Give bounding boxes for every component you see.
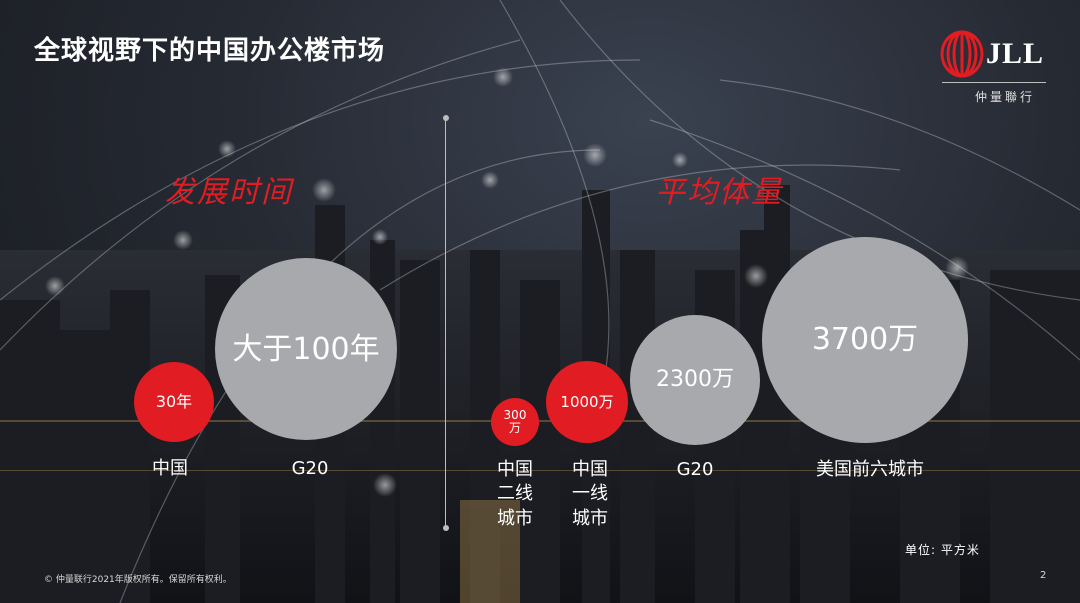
- slide-title: 全球视野下的中国办公楼市场: [34, 36, 386, 66]
- section-divider: [445, 118, 446, 528]
- bubble-china-tier1: 1000万: [546, 361, 628, 443]
- copyright-notice: © 仲量联行2021年版权所有。保留所有权利。: [44, 575, 232, 585]
- label-china: 中国: [152, 458, 188, 479]
- logo-wordmark: JLL: [986, 37, 1045, 70]
- bubble-value: 3700万: [811, 322, 919, 357]
- page-number: 2: [1040, 570, 1047, 581]
- section-heading-development-time: 发展时间: [165, 175, 293, 210]
- bubble-value: 1000万: [560, 392, 614, 411]
- section-heading-average-size: 平均体量: [655, 175, 783, 210]
- label-g20-right: G20: [676, 459, 714, 480]
- logo-subtitle: 仲量聯行: [975, 90, 1036, 104]
- bubble-value: 2300万: [656, 366, 734, 392]
- bubble-g20-years: 大于100年: [215, 258, 397, 440]
- bubble-value: 大于100年: [232, 331, 380, 367]
- bubble-us-top6: 3700万: [762, 237, 968, 443]
- bubble-value: 300 万: [503, 407, 527, 435]
- divider-dot-bottom: [442, 525, 449, 531]
- divider-dot-top: [442, 115, 449, 121]
- jll-logo-icon: [940, 30, 984, 78]
- label-china-tier1: 中国 一线 城市: [572, 459, 608, 529]
- label-g20-left: G20: [291, 458, 329, 479]
- bubble-value: 30年: [155, 392, 193, 412]
- unit-note: 单位: 平方米: [905, 543, 980, 557]
- bubble-g20-size: 2300万: [630, 315, 760, 445]
- logo-divider: [942, 82, 1046, 83]
- bubble-china-tier2: 300 万: [491, 398, 539, 446]
- label-us-top6: 美国前六城市: [816, 459, 924, 480]
- bubble-china-years: 30年: [134, 362, 214, 442]
- label-china-tier2: 中国 二线 城市: [497, 459, 533, 529]
